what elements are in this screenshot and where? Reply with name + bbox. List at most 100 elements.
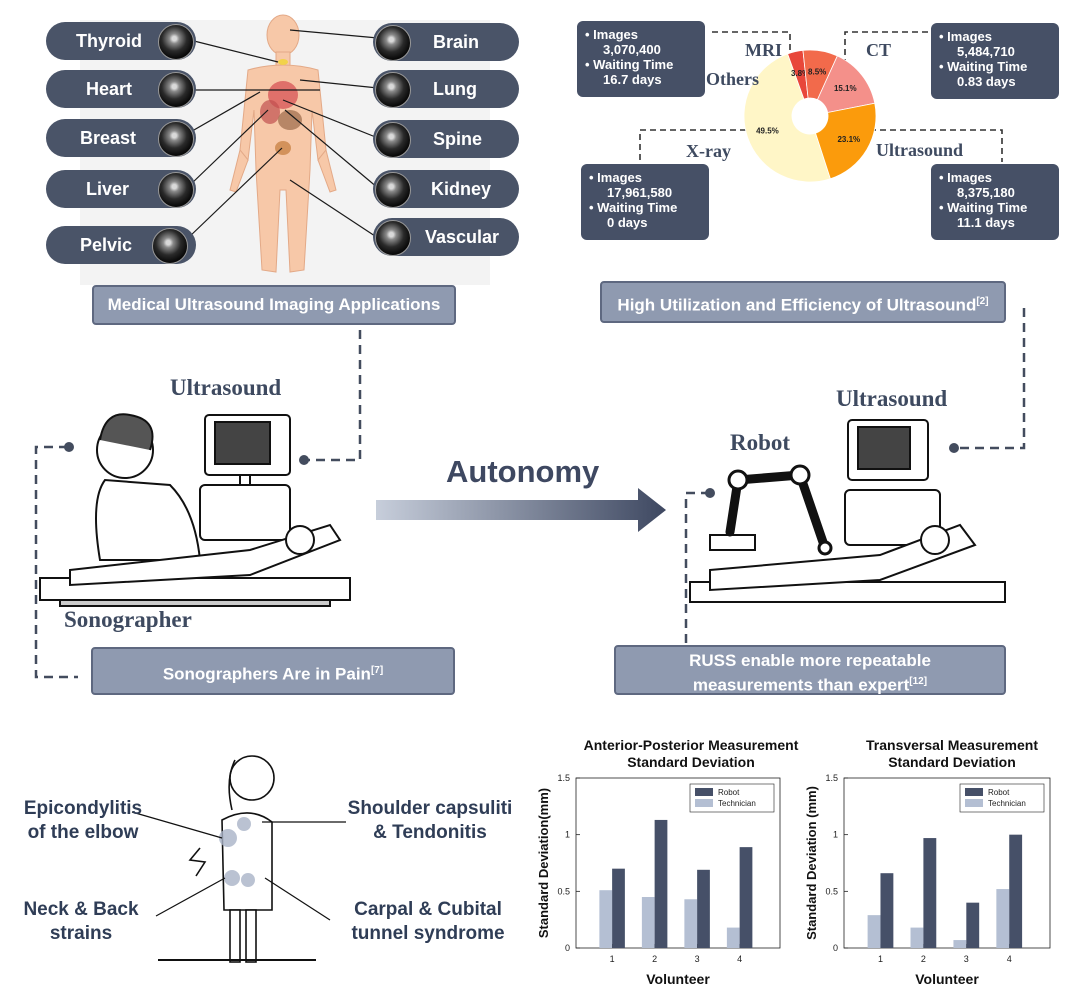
organ-pill-liver[interactable]: Liver: [46, 170, 196, 208]
pie-slice-label: 15.1%: [834, 84, 857, 93]
pie-label-ct: CT: [866, 40, 892, 60]
ultrasound-thumbnail-icon: [375, 25, 411, 61]
chart-title-transversal: Transversal Measurement Standard Deviati…: [866, 737, 1038, 770]
bar-technician: [910, 927, 924, 948]
pie-label-mri: MRI: [745, 40, 782, 60]
organ-pill-heart[interactable]: Heart: [46, 70, 196, 108]
y-tick-label: 1.5: [557, 773, 570, 783]
x-tick-label: 2: [652, 954, 657, 964]
ultrasound-thumbnail-icon: [152, 228, 188, 264]
label-ultrasound-left: Ultrasound: [170, 375, 282, 400]
y-tick-label: 0.5: [825, 886, 838, 896]
caption-applications: Medical Ultrasound Imaging Applications: [92, 285, 456, 325]
bar-robot: [923, 838, 937, 948]
bar-robot: [697, 869, 710, 948]
pie-slice-label: 8.5%: [808, 68, 826, 77]
bar-robot: [654, 819, 668, 948]
chart-title-ap: Anterior-Posterior Measurement Standard …: [583, 737, 799, 770]
pie-slice-label: 3.8%: [791, 69, 809, 78]
ultrasound-thumbnail-icon: [375, 220, 411, 256]
organ-pill-spine[interactable]: Spine: [373, 120, 519, 158]
pie-label-ultrasound: Ultrasound: [876, 140, 964, 160]
legend-label: Robot: [718, 788, 740, 797]
caption-russ: RUSS enable more repeatable measurements…: [614, 645, 1006, 695]
x-axis-label: Volunteer: [646, 971, 710, 987]
bar-robot: [612, 868, 625, 948]
y-tick-label: 0.5: [557, 886, 570, 896]
label-sonographer: Sonographer: [64, 607, 192, 632]
pie-chart: 49.5% 3.8%8.5% 15.1% 23.1%: [743, 49, 877, 183]
legend-label: Robot: [988, 788, 1010, 797]
x-axis-label: Volunteer: [915, 971, 979, 987]
caption-utilization: High Utilization and Efficiency of Ultra…: [600, 281, 1006, 323]
pie-label-others: Others: [706, 69, 759, 89]
injury-neck-back: Neck & Back strains: [23, 899, 139, 944]
ultrasound-thumbnail-icon: [158, 172, 194, 208]
y-tick-label: 1: [565, 830, 570, 840]
x-tick-label: 1: [878, 954, 883, 964]
pie-slice-ultrasound: [815, 102, 877, 180]
x-tick-label: 3: [695, 954, 700, 964]
organ-pill-thyroid[interactable]: Thyroid: [46, 22, 196, 60]
legend-swatch: [695, 799, 713, 807]
legend-label: Technician: [718, 799, 756, 808]
organ-pill-breast[interactable]: Breast: [46, 119, 196, 157]
bar-technician: [867, 915, 881, 948]
y-axis-label: Standard Deviation(mm): [536, 788, 551, 938]
pie-slice-label: 49.5%: [756, 127, 779, 136]
injury-epicondylitis: Epicondylitis of the elbow: [23, 798, 143, 843]
autonomy-arrow: [376, 488, 666, 532]
legend-swatch: [695, 788, 713, 796]
injury-shoulder: Shoulder capsuliti & Tendonitis: [347, 798, 513, 843]
ultrasound-thumbnail-icon: [375, 122, 411, 158]
y-tick-label: 0: [565, 943, 570, 953]
pie-label-xray: X-ray: [686, 141, 731, 161]
bar-technician: [684, 899, 698, 948]
bar-technician: [953, 940, 967, 948]
bar-robot: [1009, 834, 1023, 948]
bar-technician: [726, 927, 740, 948]
injury-figure: [131, 755, 346, 963]
x-tick-label: 2: [921, 954, 926, 964]
y-tick-label: 1.5: [825, 773, 838, 783]
x-tick-label: 3: [964, 954, 969, 964]
bar-technician: [996, 889, 1010, 948]
y-axis-label: Standard Deviation (mm): [804, 786, 819, 940]
y-tick-label: 0: [833, 943, 838, 953]
legend-label: Technician: [988, 799, 1026, 808]
label-ultrasound-right: Ultrasound: [836, 386, 948, 411]
x-tick-label: 4: [737, 954, 742, 964]
organ-pill-vascular[interactable]: Vascular: [373, 218, 519, 256]
organ-pill-lung[interactable]: Lung: [373, 70, 519, 108]
stat-box-xray: • Images 17,961,580 • Waiting Time 0 day…: [581, 164, 709, 240]
caption-pain: Sonographers Are in Pain[7]: [91, 647, 455, 695]
middle-illustrations: [34, 308, 1026, 679]
organ-pill-kidney[interactable]: Kidney: [373, 170, 519, 208]
pie-slice-label: 23.1%: [837, 135, 860, 144]
stat-box-mri: • Images 3,070,400 • Waiting Time 16.7 d…: [577, 21, 705, 97]
bar-robot: [880, 873, 894, 948]
ultrasound-thumbnail-icon: [158, 24, 194, 60]
bar-technician: [599, 890, 613, 948]
bar-technician: [641, 897, 655, 948]
pie-slice-xray: [743, 53, 831, 183]
injury-carpal: Carpal & Cubital tunnel syndrome: [351, 899, 505, 944]
organ-pill-pelvic[interactable]: Pelvic: [46, 226, 196, 264]
label-autonomy: Autonomy: [446, 454, 600, 489]
label-robot: Robot: [730, 430, 791, 455]
ultrasound-thumbnail-icon: [158, 121, 194, 157]
organ-pill-brain[interactable]: Brain: [373, 23, 519, 61]
x-tick-label: 4: [1007, 954, 1012, 964]
legend-swatch: [965, 788, 983, 796]
legend-swatch: [965, 799, 983, 807]
stat-box-ct: • Images 5,484,710 • Waiting Time 0.83 d…: [931, 23, 1059, 99]
pie-slice-ct: [816, 55, 876, 113]
y-tick-label: 1: [833, 830, 838, 840]
anatomy-figure: [179, 14, 379, 273]
ultrasound-thumbnail-icon: [375, 72, 411, 108]
bar-robot: [739, 847, 753, 948]
ultrasound-thumbnail-icon: [158, 72, 194, 108]
x-tick-label: 1: [610, 954, 615, 964]
bar-robot: [966, 902, 980, 948]
